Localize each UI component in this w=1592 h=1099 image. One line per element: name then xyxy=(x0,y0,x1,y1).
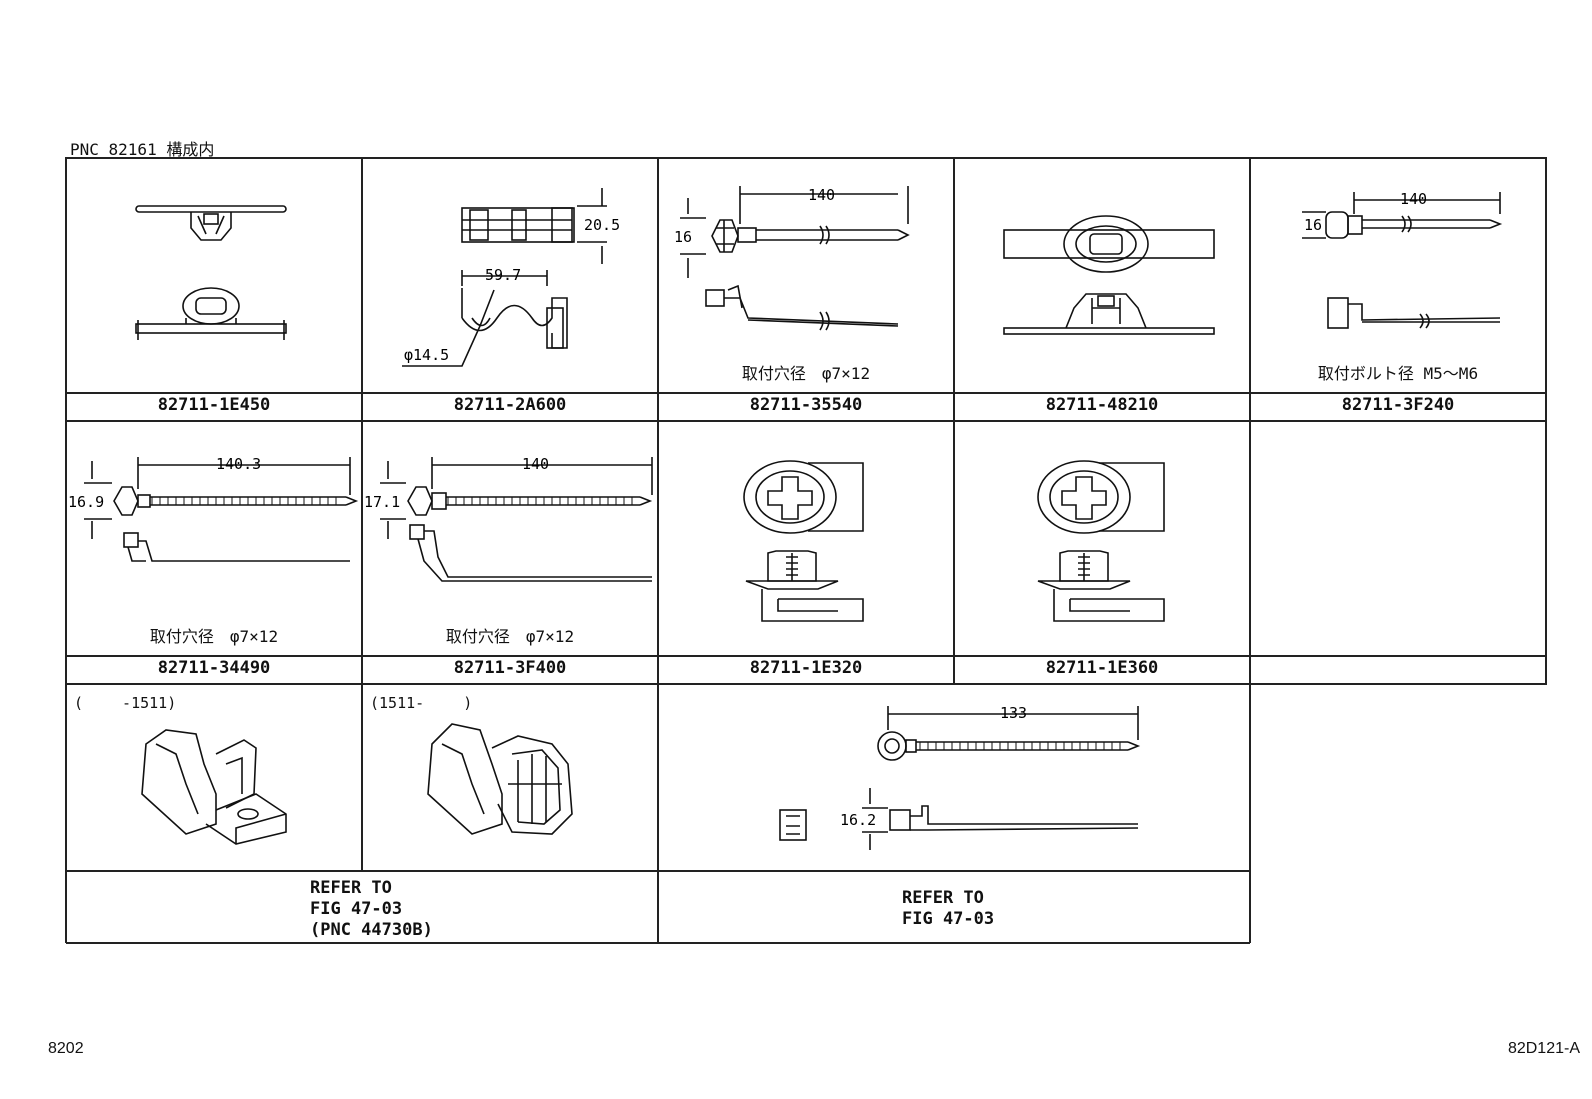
part-cell-7[interactable]: 140 17.1 取付穴径 φ7×12 82711-3F400 xyxy=(362,421,658,678)
pnc-label: PNC 82161 構成内 xyxy=(70,140,215,159)
footer-right-code: 82D121-A xyxy=(1507,1040,1580,1057)
bracket-drawing-early xyxy=(141,729,287,845)
part-cell-4[interactable]: 82711-48210 xyxy=(954,158,1250,415)
dim-height: 16.2 xyxy=(840,811,876,829)
part-cell-3[interactable]: 140 16 取付穴径 φ7×12 82711-35540 xyxy=(658,158,954,415)
footer-left-code: 8202 xyxy=(48,1040,84,1057)
dim-height: 20.5 xyxy=(584,216,620,234)
part-cell-8[interactable]: 82711-1E320 xyxy=(658,421,954,678)
tie-drawing-bottom: 133 16.2 xyxy=(779,704,1141,850)
dim-length: 140 xyxy=(808,186,835,204)
part-number: 82711-48210 xyxy=(1045,395,1159,415)
part-number: 82711-1E450 xyxy=(157,395,271,415)
part-number: 82711-34490 xyxy=(157,658,271,678)
tie-drawing-5: 140 16 xyxy=(1302,190,1503,329)
dim-length: 133 xyxy=(1000,704,1027,722)
bracket-cell-late[interactable]: (1511- ) xyxy=(362,684,658,871)
clip-drawing-4 xyxy=(1003,215,1215,335)
dim-height: 16 xyxy=(674,228,692,246)
mounting-note: 取付穴径 φ7×12 xyxy=(149,627,279,646)
dim-diameter: φ14.5 xyxy=(404,346,449,364)
dim-width: 59.7 xyxy=(485,266,521,284)
serial-range: ( -1511) xyxy=(74,694,177,712)
part-cell-1[interactable]: 82711-1E450 xyxy=(66,158,362,415)
mounting-note: 取付穴径 φ7×12 xyxy=(445,627,575,646)
dim-height: 17.1 xyxy=(364,493,400,511)
mounting-note: 取付穴径 φ7×12 xyxy=(741,364,871,383)
clip-drawing-1 xyxy=(135,205,287,340)
part-number: 82711-3F240 xyxy=(1341,395,1455,415)
tie-drawing-3: 140 16 xyxy=(674,186,910,331)
tie-cell-bottom[interactable]: 133 16.2 xyxy=(658,684,1250,871)
part-cell-9[interactable]: 82711-1E360 xyxy=(954,421,1250,678)
part-number: 82711-1E360 xyxy=(1045,658,1159,678)
dim-length: 140 xyxy=(522,455,549,473)
bracket-drawing-late xyxy=(427,723,573,835)
part-cell-6[interactable]: 140.3 16.9 取付穴径 φ7×12 82711-34490 xyxy=(66,421,362,678)
part-number: 82711-1E320 xyxy=(749,658,863,678)
refer-label-left: REFER TO FIG 47-03 (PNC 44730B) xyxy=(310,878,433,940)
part-number: 82711-3F400 xyxy=(453,658,567,678)
dim-height: 16.9 xyxy=(68,493,104,511)
part-number: 82711-2A600 xyxy=(453,395,567,415)
part-cell-5[interactable]: 140 16 取付ボルト径 M5～M6 82711-3F240 xyxy=(1250,158,1546,415)
tie-drawing-6: 140.3 16.9 xyxy=(68,455,359,562)
bracket-cell-early[interactable]: ( -1511) xyxy=(66,684,362,871)
clip-drawing-8 xyxy=(743,460,864,622)
clamp-drawing-2: 20.5 59.7 φ14.5 xyxy=(402,188,620,367)
part-number: 82711-35540 xyxy=(749,395,863,415)
dim-height: 16 xyxy=(1304,216,1322,234)
clip-drawing-9 xyxy=(1037,460,1165,622)
mounting-note: 取付ボルト径 M5～M6 xyxy=(1317,364,1479,383)
tie-drawing-7: 140 17.1 xyxy=(364,455,653,582)
part-cell-2[interactable]: 20.5 59.7 φ14.5 82711-2A600 xyxy=(362,158,658,415)
serial-range: (1511- ) xyxy=(370,694,473,712)
refer-label-right: REFER TO FIG 47-03 xyxy=(902,888,995,929)
dim-length: 140 xyxy=(1400,190,1427,208)
dim-length: 140.3 xyxy=(216,455,261,473)
